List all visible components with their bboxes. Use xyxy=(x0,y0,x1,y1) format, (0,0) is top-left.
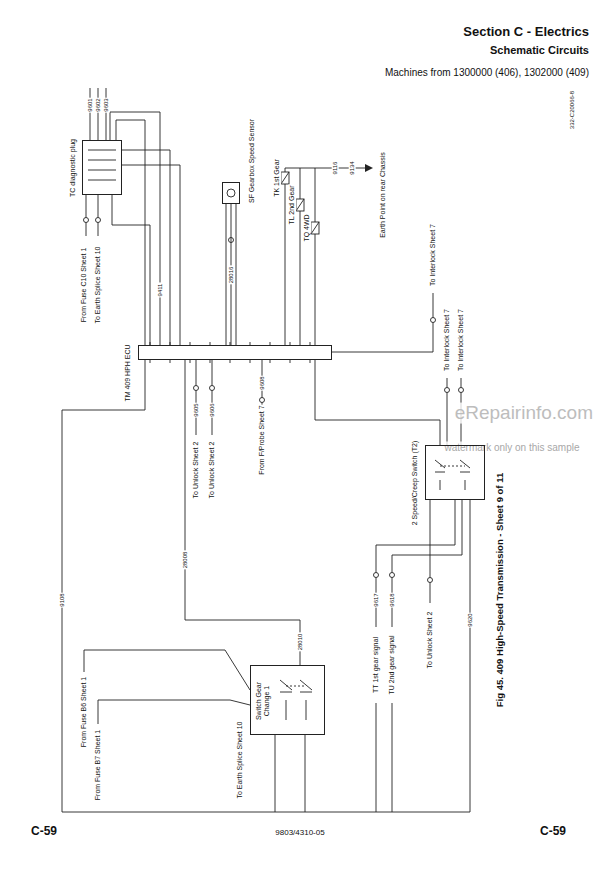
signal-label: TU 2nd gear signal xyxy=(388,634,396,695)
wire-number: 9601 xyxy=(87,97,94,112)
wire xyxy=(112,195,150,345)
signal-label: To Interlock Sheet 7 xyxy=(429,223,437,287)
wire xyxy=(185,360,300,665)
signal-label: To Unlock Sheet 2 xyxy=(192,441,200,500)
wire-number: 9618 xyxy=(389,592,396,607)
wire xyxy=(315,360,440,445)
signal-label: To Earth Splice Sheet 10 xyxy=(236,720,244,799)
ecu-box: TM 409 HPH ECU xyxy=(138,345,332,360)
component-label: TC diagnostic plug xyxy=(69,138,77,198)
wire-number: 28016 xyxy=(228,266,235,285)
page-footer: C-59 xyxy=(539,825,567,838)
signal-label: Earth Point on rear Chassis xyxy=(379,151,387,239)
wire xyxy=(285,168,365,345)
watermark: watermark only on this sample xyxy=(443,442,580,453)
figure-caption: Fig 45. 409 High-Speed Transmission - Sh… xyxy=(495,472,505,708)
signal-label: TK 1st Gear xyxy=(273,158,281,198)
wire-number: 9134 xyxy=(349,160,356,175)
connector-pin xyxy=(210,386,215,391)
wire xyxy=(62,293,470,812)
connector-pin xyxy=(445,388,450,393)
wire-number: 9608 xyxy=(259,375,266,390)
switch-link xyxy=(286,686,306,687)
connector-pin xyxy=(374,573,379,578)
signal-label: From Fuse B6 Sheet 1 xyxy=(80,676,88,748)
wire-number: 28008 xyxy=(182,551,189,570)
wire-number: 9617 xyxy=(373,592,380,607)
wire-number: 9411 xyxy=(157,283,164,298)
wire-number: 9620 xyxy=(467,612,474,627)
sensor-symbol xyxy=(227,189,235,197)
applicability-note: Machines from 1300000 (406), 1302000 (40… xyxy=(384,67,590,78)
switch-contacts xyxy=(435,460,470,490)
wire-number: 28010 xyxy=(297,633,304,652)
earth-arrow xyxy=(365,164,373,172)
speed-sensor: SF Gearbox Speed Sensor xyxy=(222,182,240,204)
wire-number: 9606 xyxy=(209,402,216,417)
switch-link xyxy=(440,466,465,467)
signal-label: To Interlock Sheet 7 xyxy=(443,308,451,372)
signal-label: From Fuse C10 Sheet 1 xyxy=(80,247,88,324)
page-footer: C-59 xyxy=(30,825,58,838)
connector-pin xyxy=(96,218,101,223)
wire-number: 9116 xyxy=(332,161,339,176)
connector-pin xyxy=(459,388,464,393)
signal-label: To Interlock Sheet 7 xyxy=(457,308,465,372)
component-label: Switch Gear Change 1 xyxy=(255,670,270,732)
connector-pin xyxy=(428,578,433,583)
signal-label: To Earth Splice Sheet 10 xyxy=(94,245,102,324)
connector-pin xyxy=(84,218,89,223)
connector-pin xyxy=(260,398,265,403)
connector-pin xyxy=(431,318,436,323)
signal-label: From Fuse B7 Sheet 1 xyxy=(94,729,102,801)
gear-change-switch: Switch Gear Change 1 xyxy=(250,665,325,735)
wire-number: 9602 xyxy=(95,97,102,112)
signal-label: From F/Probe Sheet 7 xyxy=(258,404,266,475)
connector-pin xyxy=(194,386,199,391)
heading: Schematic Circuits xyxy=(489,44,590,56)
pin-row xyxy=(88,150,116,180)
connector-pin xyxy=(390,573,395,578)
watermark: eRepairinfo.com xyxy=(454,403,594,424)
wire xyxy=(86,88,180,345)
section-title: Section C - Electrics xyxy=(462,25,590,39)
switch-contacts xyxy=(280,680,312,720)
solenoid-coil xyxy=(281,172,319,234)
wire-number: 9603 xyxy=(103,97,110,112)
component-label: SF Gearbox Speed Sensor xyxy=(248,118,256,204)
drawing-number: 332-C20066-8 xyxy=(569,90,576,130)
creep-switch: 2 Speed/Creep Switch (T2) xyxy=(425,445,485,500)
wire-number: 9108 xyxy=(59,592,66,607)
wire xyxy=(226,204,236,345)
signal-label: TT 1st gear signal xyxy=(372,636,380,694)
signal-label: To Unlock Sheet 2 xyxy=(208,441,216,500)
component-label: TM 409 HPH ECU xyxy=(124,343,132,402)
diagnostic-plug: TC diagnostic plug xyxy=(82,140,122,195)
signal-label: To Unlock Sheet 2 xyxy=(426,611,434,670)
signal-label: TL 2nd Gear xyxy=(288,184,296,225)
signal-label: TQ 4WD xyxy=(303,213,311,242)
component-label: 2 Speed/Creep Switch (T2) xyxy=(411,440,419,526)
wire-number: 9605 xyxy=(193,402,200,417)
page-footer: 9803/4310-05 xyxy=(274,829,325,838)
